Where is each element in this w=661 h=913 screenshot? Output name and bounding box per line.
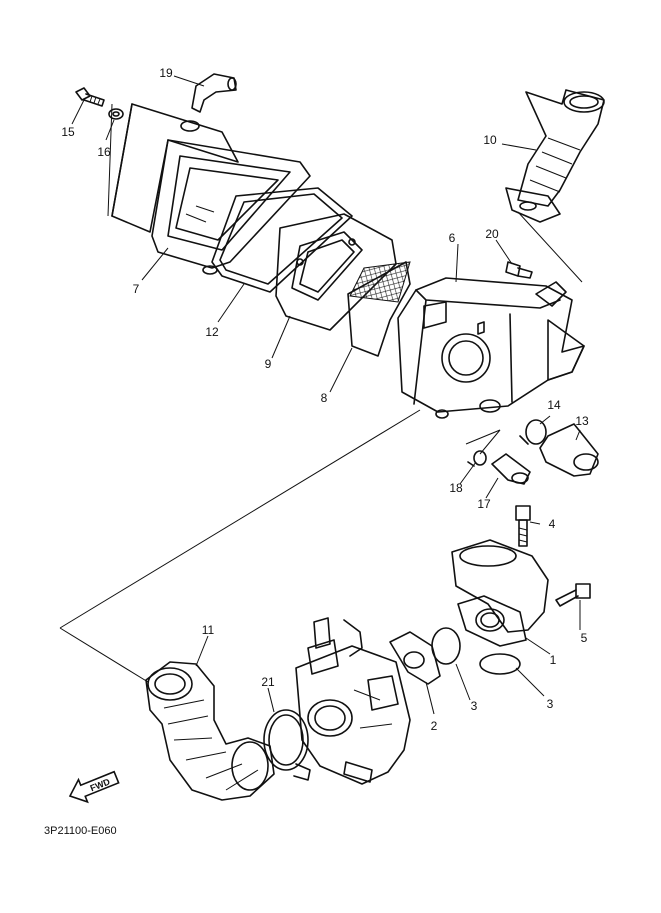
carburetor-joint-part-1 bbox=[451, 539, 549, 647]
callout-2: 2 bbox=[431, 719, 438, 733]
clip-part-18 bbox=[467, 450, 487, 467]
hose-clamp-part-21 bbox=[263, 709, 311, 781]
leader-line-hose-outlet bbox=[59, 627, 149, 683]
gasket-part-2 bbox=[389, 631, 441, 685]
callout-20: 20 bbox=[485, 227, 499, 241]
screw-part-15 bbox=[75, 87, 105, 107]
pipe-part-13 bbox=[539, 423, 599, 477]
bolt-part-20 bbox=[505, 261, 533, 279]
callout-10: 10 bbox=[483, 133, 497, 147]
callout-5: 5 bbox=[581, 631, 588, 645]
air-cleaner-joint-part-10 bbox=[505, 89, 605, 223]
leader-line-cover-edge bbox=[107, 103, 113, 217]
air-filter-element-part-8 bbox=[347, 261, 411, 357]
callout-12: 12 bbox=[205, 325, 219, 339]
callout-13: 13 bbox=[575, 414, 589, 428]
gasket-part-12 bbox=[211, 187, 353, 293]
diagram-code: 3P21100-E060 bbox=[44, 825, 117, 837]
intake-hose-part-11 bbox=[145, 661, 275, 801]
callout-7: 7 bbox=[133, 282, 140, 296]
callout-19: 19 bbox=[159, 66, 173, 80]
pipe-part-17 bbox=[491, 453, 531, 485]
callout-1: 1 bbox=[550, 653, 557, 667]
callout-14: 14 bbox=[547, 398, 561, 412]
bolt-part-4 bbox=[515, 505, 531, 547]
leader-line-pipe-detail bbox=[465, 429, 501, 455]
callout-4: 4 bbox=[549, 517, 556, 531]
carburetor bbox=[295, 617, 411, 785]
callout-11: 11 bbox=[202, 623, 215, 637]
forward-direction-arrow-icon: FWD bbox=[68, 770, 120, 804]
callout-3-lower: 3 bbox=[547, 697, 554, 711]
callout-6: 6 bbox=[449, 231, 456, 245]
callout-16: 16 bbox=[97, 145, 111, 159]
callout-3-upper: 3 bbox=[471, 699, 478, 713]
callout-8: 8 bbox=[321, 391, 328, 405]
o-ring-part-3-lower bbox=[479, 653, 521, 675]
breather-hose-part-19 bbox=[191, 73, 237, 113]
clip-part-14 bbox=[519, 419, 547, 445]
air-cleaner-case-part-6 bbox=[397, 277, 585, 419]
callout-leaders bbox=[71, 75, 581, 715]
callout-18: 18 bbox=[449, 481, 463, 495]
leader-line-case-to-hose bbox=[59, 409, 421, 629]
callout-15: 15 bbox=[61, 125, 75, 139]
bolt-part-5 bbox=[555, 583, 591, 607]
callout-9: 9 bbox=[265, 357, 272, 371]
washer-part-16 bbox=[108, 108, 124, 120]
callout-21: 21 bbox=[261, 675, 275, 689]
leader-line-joint-to-case bbox=[517, 211, 583, 283]
callout-17: 17 bbox=[477, 497, 491, 511]
air-cleaner-cover-part-7 bbox=[111, 103, 311, 275]
o-ring-part-3-upper bbox=[431, 627, 461, 665]
